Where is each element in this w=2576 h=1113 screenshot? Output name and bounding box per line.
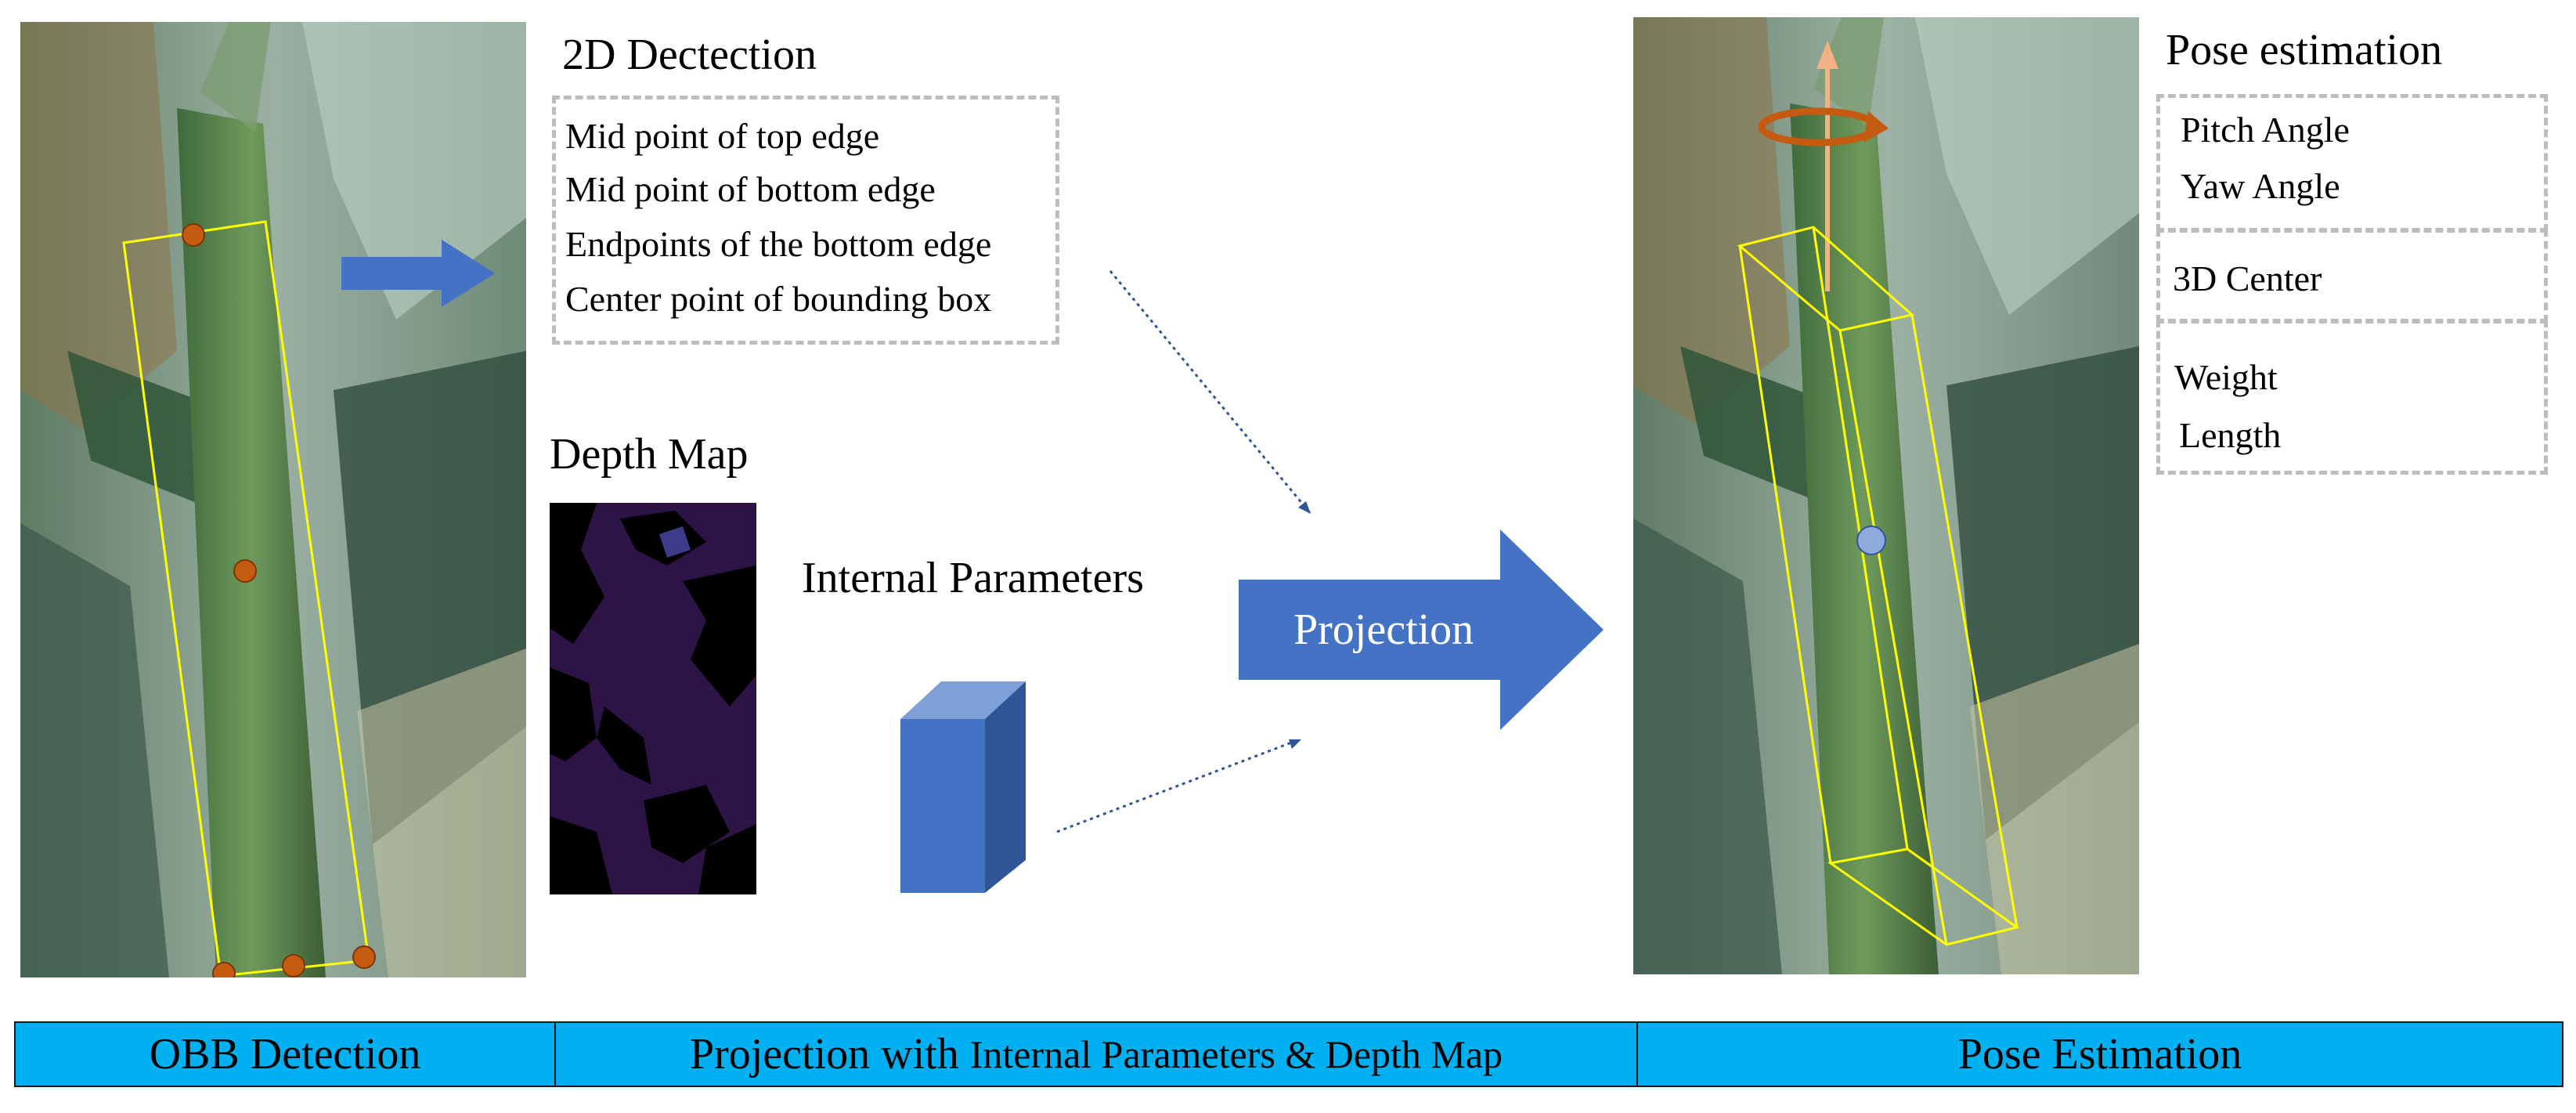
stage-label: OBB Detection — [149, 1030, 421, 1079]
pose-item: Weight — [2174, 357, 2278, 397]
arrow-right-icon — [341, 240, 495, 307]
oriented-bounding-box — [122, 220, 370, 977]
stage-pose-estimation: Pose Estimation — [1638, 1023, 2562, 1086]
keypoint-center — [233, 559, 257, 583]
projection-arrow: Projection — [1239, 529, 1604, 730]
stage-label: Projection with — [689, 1030, 970, 1079]
pose-group-size: Weight Length — [2156, 320, 2548, 475]
projection-label: Projection — [1293, 605, 1474, 654]
internal-params-title: Internal Parameters — [802, 554, 1144, 602]
3d-bounding-box — [1737, 226, 2020, 946]
stage-obb-detection: OBB Detection — [16, 1023, 554, 1086]
pose-title: Pose estimation — [2166, 26, 2443, 74]
keypoint-bottom-right — [352, 945, 376, 969]
rotation-arrow-icon — [1758, 107, 1889, 146]
internal-params-block — [900, 633, 1026, 893]
connector-arrows — [1049, 258, 1339, 846]
keypoint-bottom-mid — [282, 954, 305, 977]
stage-projection: Projection with Internal Parameters & De… — [556, 1023, 1636, 1086]
pose-group-angles: Pitch Angle Yaw Angle — [2156, 94, 2548, 232]
pose-item: Pitch Angle — [2181, 110, 2350, 150]
depth-map-title: Depth Map — [550, 430, 749, 479]
detection-item: Center point of bounding box — [565, 279, 992, 319]
center-3d-marker — [1856, 526, 1886, 555]
obb-overlay — [20, 22, 526, 977]
output-image-pose — [1633, 17, 2139, 974]
detection-item: Mid point of bottom edge — [565, 169, 936, 209]
pose-overlay — [1633, 17, 2139, 974]
depth-map-image — [550, 503, 756, 894]
stage-divider — [1636, 1023, 1638, 1086]
detection-item: Mid point of top edge — [565, 116, 880, 156]
keypoint-top-mid — [182, 223, 205, 247]
stage-divider — [554, 1023, 556, 1086]
pose-group-center: 3D Center — [2156, 229, 2548, 323]
stage-bar: OBB Detection Projection with Internal P… — [14, 1021, 2563, 1087]
pose-item: Yaw Angle — [2181, 166, 2340, 206]
pose-item: Length — [2179, 415, 2282, 455]
keypoint-bottom-left — [212, 962, 236, 977]
detection-item: Endpoints of the bottom edge — [565, 224, 992, 264]
stage-label-small: Internal Parameters & Depth Map — [969, 1032, 1503, 1076]
pose-item: 3D Center — [2173, 258, 2322, 298]
detection-title: 2D Dectection — [562, 31, 817, 79]
arrow-up-icon — [1817, 41, 1838, 69]
stage-label: Pose Estimation — [1957, 1030, 2242, 1079]
input-image-obb — [20, 22, 526, 977]
detection-list: Mid point of top edge Mid point of botto… — [552, 96, 1059, 345]
